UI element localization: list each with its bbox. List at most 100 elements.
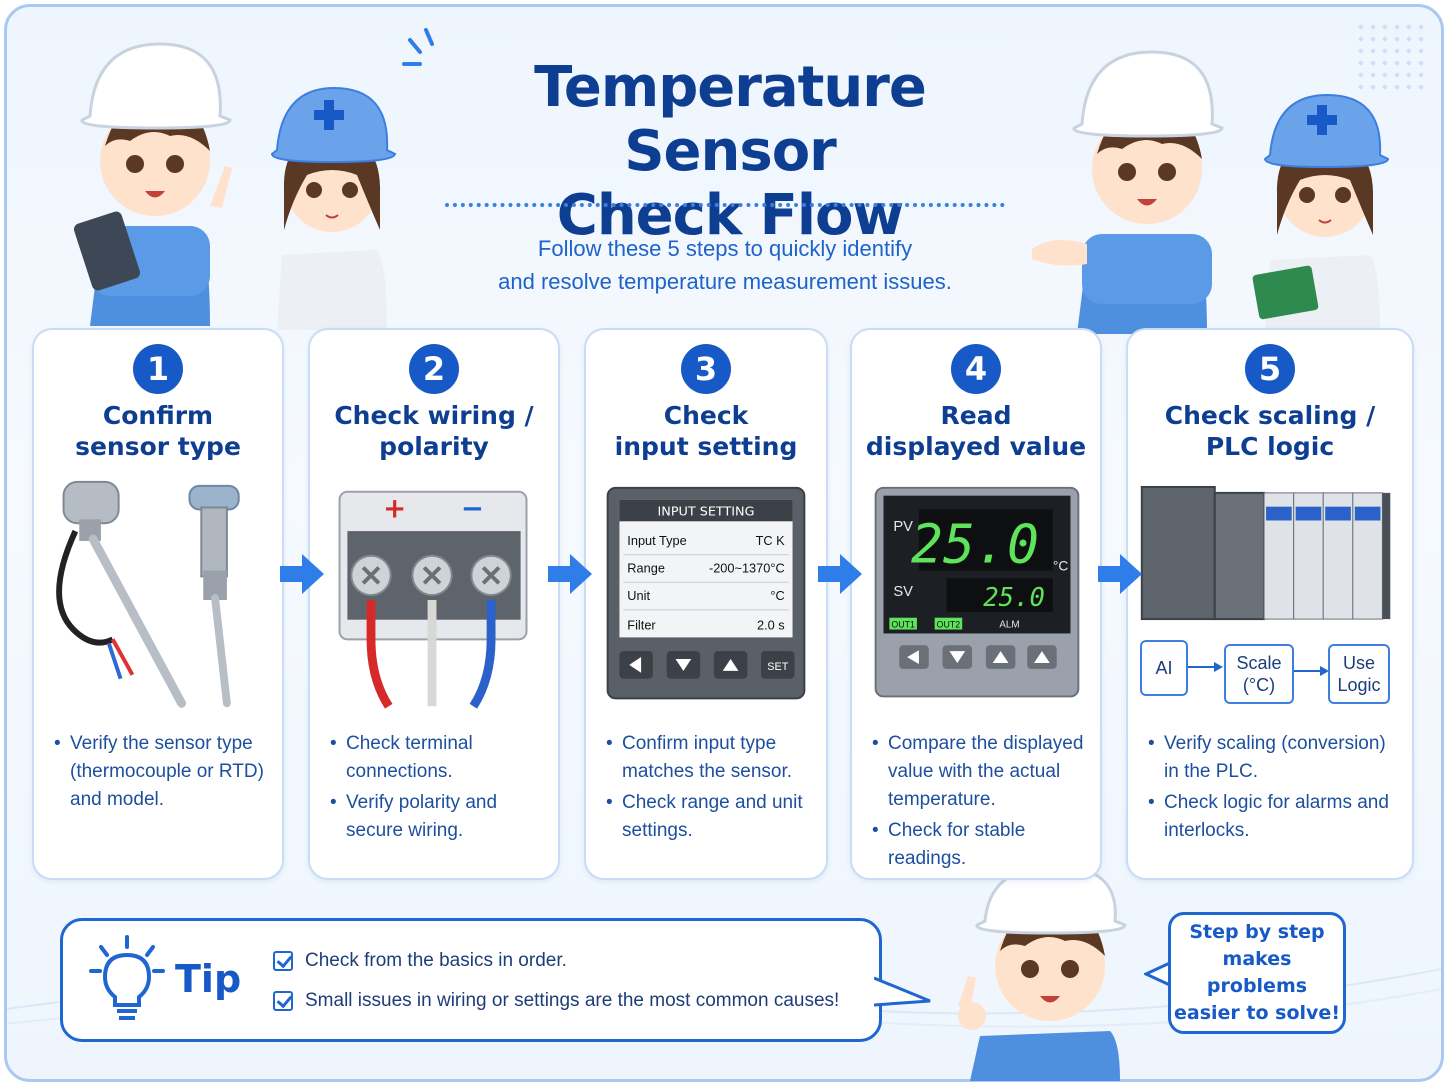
subtitle-line-2: and resolve temperature measurement issu… [498,269,952,294]
sparkle-icon [402,28,434,66]
worker-character-boy-right [1032,50,1224,334]
plus-symbol: + [383,492,406,524]
panel-row-label: Unit [627,588,650,603]
panel-row-value: -200~1370°C [709,560,785,575]
plc-rack-illustration [1140,485,1391,621]
worker-character-boy-left [73,42,232,326]
step-title-line-2: sensor type [75,432,241,461]
step-title-line-2: PLC logic [1205,432,1335,461]
lightbulb-icon [89,935,165,1020]
step-bullets: Confirm input type matches the sensor. C… [606,730,814,848]
step-title-line-1: Confirm [102,401,214,430]
set-key-label: SET [767,661,788,673]
step-number-badge: 5 [1245,344,1295,394]
checkbox-icon [273,951,293,971]
input-setting-panel-illustration: INPUT SETTING Input Type TC K Range -200… [606,486,806,700]
unit-label: °C [1053,558,1069,573]
flow-use-label: Use [1342,653,1375,673]
step-title-line-1: Check wiring / [334,401,534,430]
step-number-badge: 1 [133,344,183,394]
flow-logic-label: Logic [1337,675,1381,695]
arrow-right-icon [280,554,324,594]
chevron-left-icon [629,657,642,673]
step-title: Confirm sensor type [34,400,282,462]
chevron-down-icon [675,659,692,671]
tip-item: Check from the basics in order. [273,949,839,973]
step-number-badge: 2 [409,344,459,394]
pv-value: 25.0 [911,514,1039,576]
arrow-right-icon [548,554,592,594]
worker-character-girl-right [1252,93,1390,330]
flow-scale-label: Scale [1236,653,1282,673]
panel-row-label: Range [627,560,665,575]
flow-box-ai: AI [1140,640,1188,696]
step-bullets: Compare the displayed value with the act… [872,730,1088,876]
out2-indicator: OUT2 [937,620,961,630]
panel-header: INPUT SETTING [658,504,755,519]
title-divider [445,203,1005,207]
chevron-left-icon [907,650,919,664]
panel-row-label: Input Type [627,533,686,548]
tip-box-tail [874,976,931,1007]
worker-character-girl-left [270,86,397,330]
flow-scale-unit: (°C) [1242,675,1276,695]
bullet-item: Check range and unit settings. [606,789,814,845]
step-title: Check input setting [586,400,826,462]
out1-indicator: OUT1 [891,620,915,630]
decorative-dot-grid [1355,21,1425,91]
chevron-down-icon [949,651,966,663]
step-card-3: 3 Check input setting INPUT SETTING Inpu… [584,328,828,880]
flow-ai-label: AI [1155,658,1173,678]
tip-box: Tip Check from the basics in order. Smal… [60,918,882,1042]
bullet-item: Check logic for alarms and interlocks. [1148,789,1400,845]
bullet-item: Confirm input type matches the sensor. [606,730,814,786]
step-card-5: 5 Check scaling / PLC logic Verify scali… [1126,328,1414,880]
step-title: Check wiring / polarity [310,400,558,462]
panel-row-value: 2.0 s [757,618,785,633]
subtitle: Follow these 5 steps to quickly identify… [440,232,1010,298]
step-title: Read displayed value [852,400,1100,462]
subtitle-line-1: Follow these 5 steps to quickly identify [537,236,913,261]
speech-bubble: Step by step makes problems easier to so… [1168,912,1346,1034]
terminal-screw-icon [350,554,392,597]
step-card-4: 4 Read displayed value PV 25.0 °C SV 25.… [850,328,1102,880]
step-number-badge: 4 [951,344,1001,394]
bullet-item: Verify scaling (conversion) in the PLC. [1148,730,1400,786]
step-number-badge: 3 [681,344,731,394]
step-title-line-2: displayed value [865,432,1087,461]
step-bullets: Verify scaling (conversion) in the PLC. … [1148,730,1400,848]
temperature-controller-illustration: PV 25.0 °C SV 25.0 OUT1 OUT2 ALM [874,486,1080,698]
plc-io-modules [1263,492,1383,620]
bullet-item: Check for stable readings. [872,817,1088,873]
step-card-2: 2 Check wiring / polarity + − Check term… [308,328,560,880]
tip-list: Check from the basics in order. Small is… [273,949,839,1029]
sv-value: 25.0 [983,583,1045,613]
bubble-line-1: Step by step [1189,921,1325,943]
step-title-line-2: polarity [379,432,489,461]
tip-item-text: Small issues in wiring or settings are t… [305,990,840,1011]
bullet-item: Verify polarity and secure wiring. [330,789,546,845]
panel-row-label: Filter [627,618,656,633]
page-title: Temperature Sensor Check Flow [430,56,1030,248]
step-title-line-1: Read [940,401,1012,430]
panel-set-key [761,651,795,679]
panel-row-value: TC K [756,533,786,548]
minus-symbol: − [461,492,484,524]
bullet-item: Check terminal connections. [330,730,546,786]
worker-character-boy-bottom [958,866,1127,1081]
chevron-up-icon [722,659,739,671]
arrow-right-icon [1294,666,1329,676]
step-title: Check scaling / PLC logic [1128,400,1412,462]
chevron-up-icon [992,651,1009,663]
pv-label: PV [893,519,913,535]
alm-indicator: ALM [999,620,1019,631]
speech-bubble-tail [1144,960,1173,988]
flow-box-scale: Scale(°C) [1224,644,1294,704]
bullet-item: Verify the sensor type (thermocouple or … [54,730,270,814]
bubble-line-2: makes problems [1206,948,1308,997]
panel-row-value: °C [770,588,784,603]
chevron-up-icon [1034,651,1050,663]
step-title-line-1: Check scaling / [1164,401,1376,430]
step-card-1: 1 Confirm sensor type Verify the sensor … [32,328,284,880]
